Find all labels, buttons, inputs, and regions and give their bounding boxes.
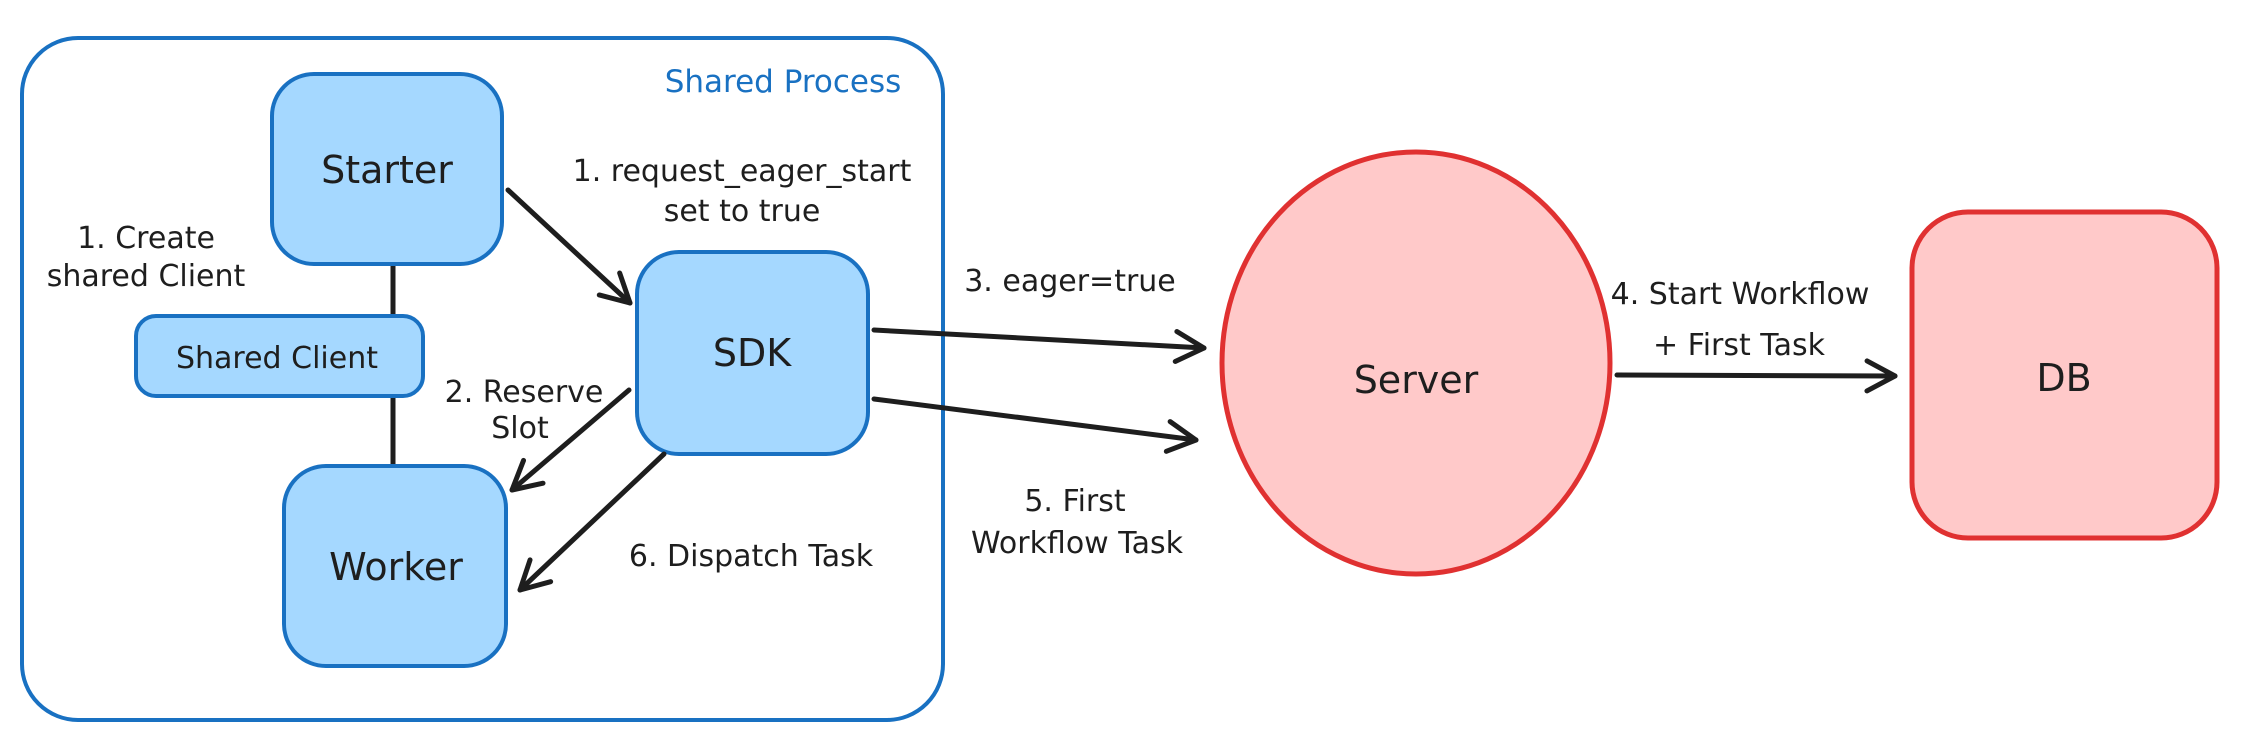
annotation-request-eager-start-line1: 1. request_eager_start [573, 154, 912, 189]
annotation-create-shared-client-line1: 1. Create [77, 221, 215, 256]
annotation-create-shared-client: 1. Create shared Client [47, 221, 246, 294]
arrow-sdk-to-server-first-workflow-task [871, 396, 1199, 454]
annotation-first-workflow-task-line1: 5. First [1024, 484, 1126, 519]
starter-node: Starter [270, 72, 504, 266]
worker-box [282, 464, 508, 668]
annotation-first-workflow-task-line2: Workflow Task [971, 526, 1184, 561]
annotation-create-shared-client-line2: shared Client [47, 259, 246, 294]
starter-box [270, 72, 504, 266]
arrow-sdk-to-worker-dispatch-task [517, 451, 667, 593]
arrow-sdk-to-worker-reserve-slot [509, 387, 632, 493]
sdk-box [635, 250, 870, 456]
shared-process-container [20, 36, 945, 722]
sdk-node: SDK [635, 250, 870, 456]
annotation-request-eager-start: 1. request_eager_start set to true [573, 154, 912, 229]
shared-client-label: Shared Client [176, 341, 378, 376]
db-box [1909, 209, 2220, 541]
db-node: DB [1909, 209, 2220, 541]
shared-client-node: Shared Client [134, 314, 425, 398]
server-node: Server [1219, 149, 1613, 577]
annotation-dispatch-task: 6. Dispatch Task [629, 539, 874, 574]
annotation-request-eager-start-line2: set to true [664, 194, 821, 229]
shared-process-label: Shared Process [665, 64, 902, 100]
annotation-reserve-slot: 2. Reserve Slot [445, 375, 604, 446]
server-ellipse [1219, 149, 1613, 577]
server-label: Server [1354, 358, 1479, 402]
annotation-reserve-slot-line1: 2. Reserve [445, 375, 604, 410]
shared-client-box [134, 314, 425, 398]
worker-label: Worker [329, 545, 463, 589]
annotation-eager-true: 3. eager=true [964, 264, 1176, 299]
annotation-start-workflow-line1: 4. Start Workflow [1611, 277, 1870, 312]
worker-node: Worker [282, 464, 508, 668]
sdk-label: SDK [713, 331, 792, 375]
arrow-sdk-to-server-eager [871, 327, 1207, 364]
annotation-start-workflow: 4. Start Workflow + First Task [1611, 277, 1870, 363]
db-label: DB [2036, 356, 2091, 400]
starter-label: Starter [321, 148, 453, 192]
annotation-start-workflow-line2: + First Task [1653, 328, 1826, 363]
arrow-starter-to-sdk [505, 187, 633, 306]
annotation-reserve-slot-line2: Slot [491, 411, 549, 446]
arrow-server-to-db [1614, 358, 1898, 394]
annotation-first-workflow-task: 5. First Workflow Task [971, 484, 1184, 561]
